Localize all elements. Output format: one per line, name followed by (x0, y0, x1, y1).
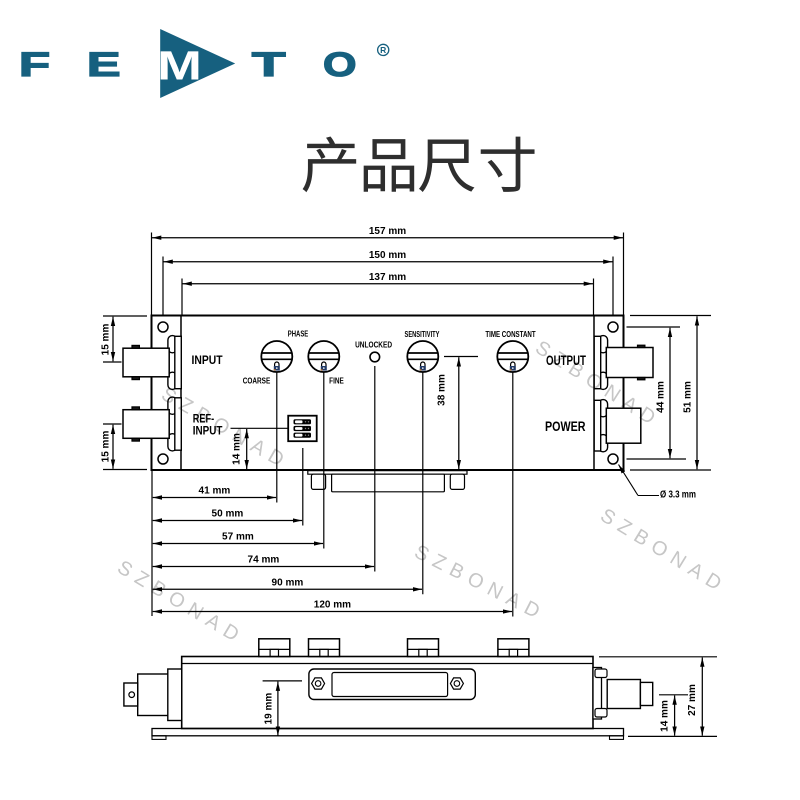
svg-text:14 mm: 14 mm (660, 700, 671, 732)
svg-text:E: E (87, 46, 121, 84)
svg-text:M: M (157, 43, 202, 89)
svg-text:90 mm: 90 mm (272, 577, 304, 588)
svg-text:COARSE: COARSE (243, 377, 271, 386)
svg-text:74 mm: 74 mm (248, 555, 280, 566)
svg-text:15 mm: 15 mm (101, 431, 112, 463)
svg-text:44 mm: 44 mm (656, 381, 667, 413)
svg-text:27 mm: 27 mm (687, 684, 698, 716)
svg-text:19 mm: 19 mm (264, 693, 275, 725)
svg-text:150 mm: 150 mm (369, 250, 406, 261)
svg-text:INPUT: INPUT (192, 355, 223, 367)
svg-text:POWER: POWER (545, 419, 586, 434)
svg-text:SENSITIVITY: SENSITIVITY (405, 330, 440, 339)
svg-text:Ø 3.3 mm: Ø 3.3 mm (660, 490, 696, 501)
svg-text:137 mm: 137 mm (369, 272, 406, 283)
svg-text:157 mm: 157 mm (369, 226, 406, 237)
svg-text:50 mm: 50 mm (212, 509, 244, 520)
svg-text:15 mm: 15 mm (101, 324, 112, 356)
svg-text:41 mm: 41 mm (199, 486, 231, 497)
svg-text:OUTPUT: OUTPUT (546, 353, 587, 368)
svg-text:UNLOCKED: UNLOCKED (355, 340, 392, 349)
svg-text:F: F (19, 46, 50, 84)
svg-text:51 mm: 51 mm (683, 381, 694, 413)
svg-text:38 mm: 38 mm (437, 374, 448, 406)
svg-text:REF-: REF- (193, 414, 215, 426)
svg-text:O: O (323, 46, 357, 84)
svg-text:57 mm: 57 mm (222, 532, 254, 543)
svg-text:FINE: FINE (329, 376, 344, 385)
svg-text:T: T (252, 46, 286, 84)
svg-text:PHASE: PHASE (288, 330, 309, 339)
svg-text:TIME CONSTANT: TIME CONSTANT (485, 330, 535, 339)
svg-text:14 mm: 14 mm (232, 433, 243, 465)
svg-text:120 mm: 120 mm (314, 600, 351, 611)
svg-text:R: R (380, 45, 386, 55)
svg-text:INPUT: INPUT (193, 425, 223, 437)
